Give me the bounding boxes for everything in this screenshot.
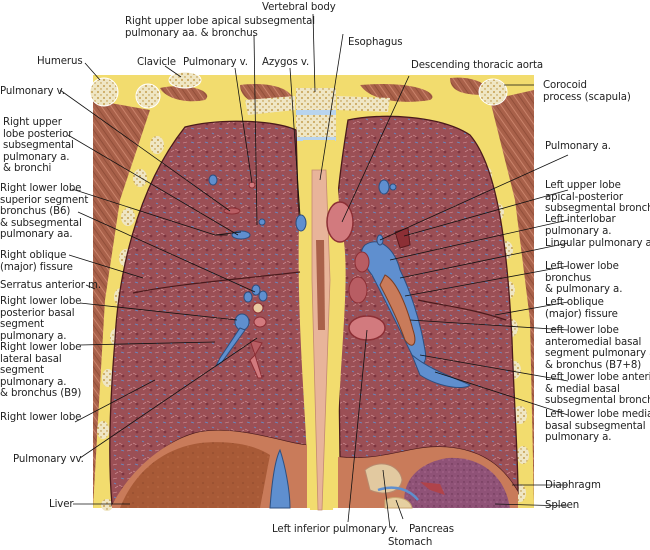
vertebral-disc-2 — [296, 137, 336, 141]
esophagus-muscle — [316, 240, 325, 330]
label-rul-posterior-subsegmental: Right upper lobe posterior subsegmental … — [3, 117, 74, 175]
vertebral-body-bone — [296, 88, 336, 110]
splenic-artery — [420, 482, 445, 495]
label-right-lower-lobe: Right lower lobe — [0, 412, 82, 423]
stomach-organ — [364, 463, 403, 494]
left-hilum-vein-1 — [354, 251, 370, 273]
left-upper-vessel-1 — [378, 179, 390, 195]
liver-organ — [120, 442, 270, 508]
label-lingular-pulmonary-a: Lingular pulmonary a. — [545, 238, 650, 249]
left-upper-vessel-2 — [389, 183, 397, 191]
label-lll-bronchus: Left lower lobe bronchus & pulmonary a. — [545, 261, 623, 296]
rib-top-right-1 — [135, 83, 161, 109]
label-pulmonary-v-left: Pulmonary v. — [0, 86, 65, 97]
right-hilum-artery — [253, 316, 267, 328]
right-superior-segment — [231, 230, 251, 240]
label-humerus: Humerus — [37, 56, 83, 67]
vertebral-body-bone-2 — [296, 115, 336, 137]
label-lll-anteromedial-basal: Left lower lobe anteromedial basal segme… — [545, 325, 650, 371]
right-lateral-muscles — [93, 100, 150, 508]
right-b6-2 — [258, 290, 268, 302]
splenic-vessel — [377, 486, 419, 501]
top-muscles-left2 — [160, 86, 208, 102]
right-lower-artery — [249, 339, 263, 357]
label-stomach: Stomach — [388, 537, 433, 548]
right-pulmonary-vv-branch — [249, 354, 263, 379]
label-rll-superior-segment: Right lower lobe superior segment bronch… — [0, 183, 89, 241]
left-inferior-pulmonary-vein — [348, 315, 386, 341]
clavicle-bone — [168, 71, 202, 89]
pancreas-organ — [384, 497, 413, 509]
right-hilum-ring — [252, 302, 264, 314]
right-posterior-basal — [234, 313, 250, 331]
label-corocoid-process: Corocoid process (scapula) — [543, 80, 631, 103]
label-right-oblique-fissure: Right oblique (major) fissure — [0, 250, 73, 273]
left-hilum-vein-2 — [348, 276, 368, 304]
label-serratus-anterior: Serratus anterior m. — [0, 280, 101, 291]
right-b6-1 — [251, 284, 261, 296]
left-oblique-fissure-line — [417, 299, 507, 321]
corocoid-bone — [478, 78, 508, 106]
label-azygos-v: Azygos v. — [262, 57, 310, 68]
vertebral-disc — [296, 110, 336, 115]
right-upper-vessel-1 — [208, 174, 218, 186]
rib-strip-right — [337, 96, 390, 112]
label-lll-medial-basal: Left lower lobe medial basal subsegmenta… — [545, 409, 650, 444]
label-lul-apical-posterior: Left upper lobe apical-posterior subsegm… — [545, 180, 650, 215]
spleen-organ — [404, 457, 510, 508]
label-rll-lateral-basal: Right lower lobe lateral basal segment p… — [0, 342, 82, 400]
right-lateral-basal-bronchus — [214, 327, 246, 368]
right-oblique-fissure-line — [132, 271, 301, 294]
rib-strip-left — [245, 96, 295, 115]
right-b6-3 — [243, 291, 253, 303]
humerus-bone — [89, 77, 119, 107]
label-left-interlobar: Left interlobar pulmonary a. — [545, 214, 616, 237]
left-lower-vessel — [411, 354, 471, 388]
label-left-oblique-fissure: Left oblique (major) fissure — [545, 297, 618, 320]
descending-aorta — [326, 201, 354, 243]
leader-lines — [59, 13, 569, 529]
label-descending-thoracic-aorta: Descending thoracic aorta — [411, 60, 543, 71]
left-lateral-muscles — [490, 90, 534, 508]
label-diaphragm: Diaphragm — [545, 480, 601, 491]
label-liver: Liver — [49, 499, 74, 510]
label-lll-anterior-medial-basal: Left lower lobe anterior & medial basal … — [545, 372, 650, 407]
label-right-upper-lobe-apical: Right upper lobe apical subsegmental pul… — [125, 16, 316, 39]
azygos-vein — [295, 214, 307, 232]
right-apical-bronchus — [258, 218, 266, 226]
ivc — [269, 448, 291, 509]
label-esophagus: Esophagus — [348, 37, 403, 48]
label-pulmonary-v-top: Pulmonary v. — [183, 57, 248, 68]
label-spleen: Spleen — [545, 500, 580, 511]
label-pulmonary-a: Pulmonary a. — [545, 141, 611, 152]
top-muscles-right — [360, 83, 433, 102]
label-vertebral-body: Vertebral body — [262, 2, 336, 13]
label-pancreas: Pancreas — [409, 524, 454, 535]
left-bronchus — [379, 274, 416, 346]
label-clavicle: Clavicle — [137, 57, 176, 68]
label-pulmonary-vv: Pulmonary vv. — [13, 454, 84, 465]
label-left-inferior-pulmonary-v: Left inferior pulmonary v. — [272, 524, 399, 535]
label-rll-posterior-basal: Right lower lobe posterior basal segment… — [0, 296, 82, 342]
